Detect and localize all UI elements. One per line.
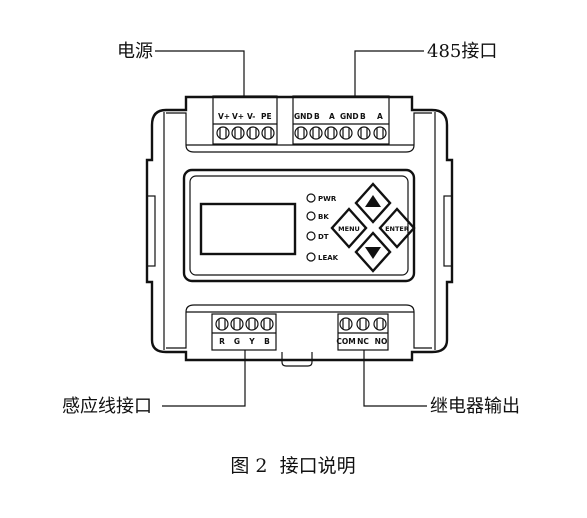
power-leader-line	[155, 50, 245, 96]
sensor-terminal-block	[211, 313, 277, 351]
sensor-leader-line	[162, 350, 246, 407]
bk-led-icon	[306, 211, 316, 221]
power-callout: 电源	[117, 41, 153, 62]
rs485-leader-line	[354, 50, 424, 96]
device-body	[145, 95, 454, 362]
sensor-pin-r-label: R	[219, 337, 225, 346]
front-panel	[182, 168, 416, 283]
comm-pin-5-label: B	[360, 112, 366, 121]
relay-screws	[339, 317, 387, 331]
lcd-screen	[199, 202, 297, 256]
comm-pin-6-label: A	[377, 112, 383, 121]
comm-pin-2-label: B	[314, 112, 320, 121]
leak-led-icon	[306, 252, 316, 262]
relay-terminal-block	[337, 313, 389, 351]
power-pin-2-label: V+	[232, 112, 244, 121]
rs485-callout: 485接口	[427, 41, 497, 62]
relay-leader-line	[363, 350, 427, 407]
comm-pin-4-label: GND	[340, 112, 359, 121]
sensor-screws	[215, 317, 274, 331]
leak-led-label: LEAK	[318, 254, 339, 262]
menu-button-label: MENU	[338, 225, 360, 233]
power-screws	[216, 126, 275, 140]
up-button[interactable]	[354, 182, 392, 224]
power-pin-3-label: V-	[247, 112, 255, 121]
comm-pin-3-label: A	[329, 112, 335, 121]
din-latch	[281, 352, 313, 367]
power-terminal-block	[212, 95, 278, 145]
down-arrow-icon	[365, 247, 381, 259]
down-button[interactable]	[354, 231, 392, 273]
enter-button[interactable]	[378, 207, 416, 249]
up-arrow-icon	[365, 195, 381, 207]
comm-pin-1-label: GND	[294, 112, 313, 121]
relay-pin-nc-label: NC	[357, 337, 369, 346]
enter-button-label: ENTER	[385, 225, 409, 233]
dt-led-icon	[306, 231, 316, 241]
pwr-led-icon	[306, 193, 316, 203]
power-pin-1-label: V+	[218, 112, 230, 121]
sensor-pin-g-label: G	[234, 337, 240, 346]
rs485-terminal-block	[292, 95, 390, 145]
relay-pin-no-label: NO	[375, 337, 388, 346]
relay-pin-com-label: COM	[336, 337, 355, 346]
sensor-port-callout: 感应线接口	[62, 396, 152, 417]
figure-caption: 图 2 接口说明	[230, 455, 355, 477]
rs485-screws	[294, 126, 387, 140]
sensor-pin-b-label: B	[264, 337, 270, 346]
sensor-pin-y-label: Y	[248, 337, 255, 346]
power-pin-4-label: PE	[261, 112, 272, 121]
bk-led-label: BK	[318, 213, 329, 221]
relay-output-callout: 继电器输出	[430, 396, 520, 417]
dt-led-label: DT	[318, 233, 329, 241]
menu-button[interactable]	[330, 207, 368, 249]
pwr-led-label: PWR	[318, 195, 337, 203]
